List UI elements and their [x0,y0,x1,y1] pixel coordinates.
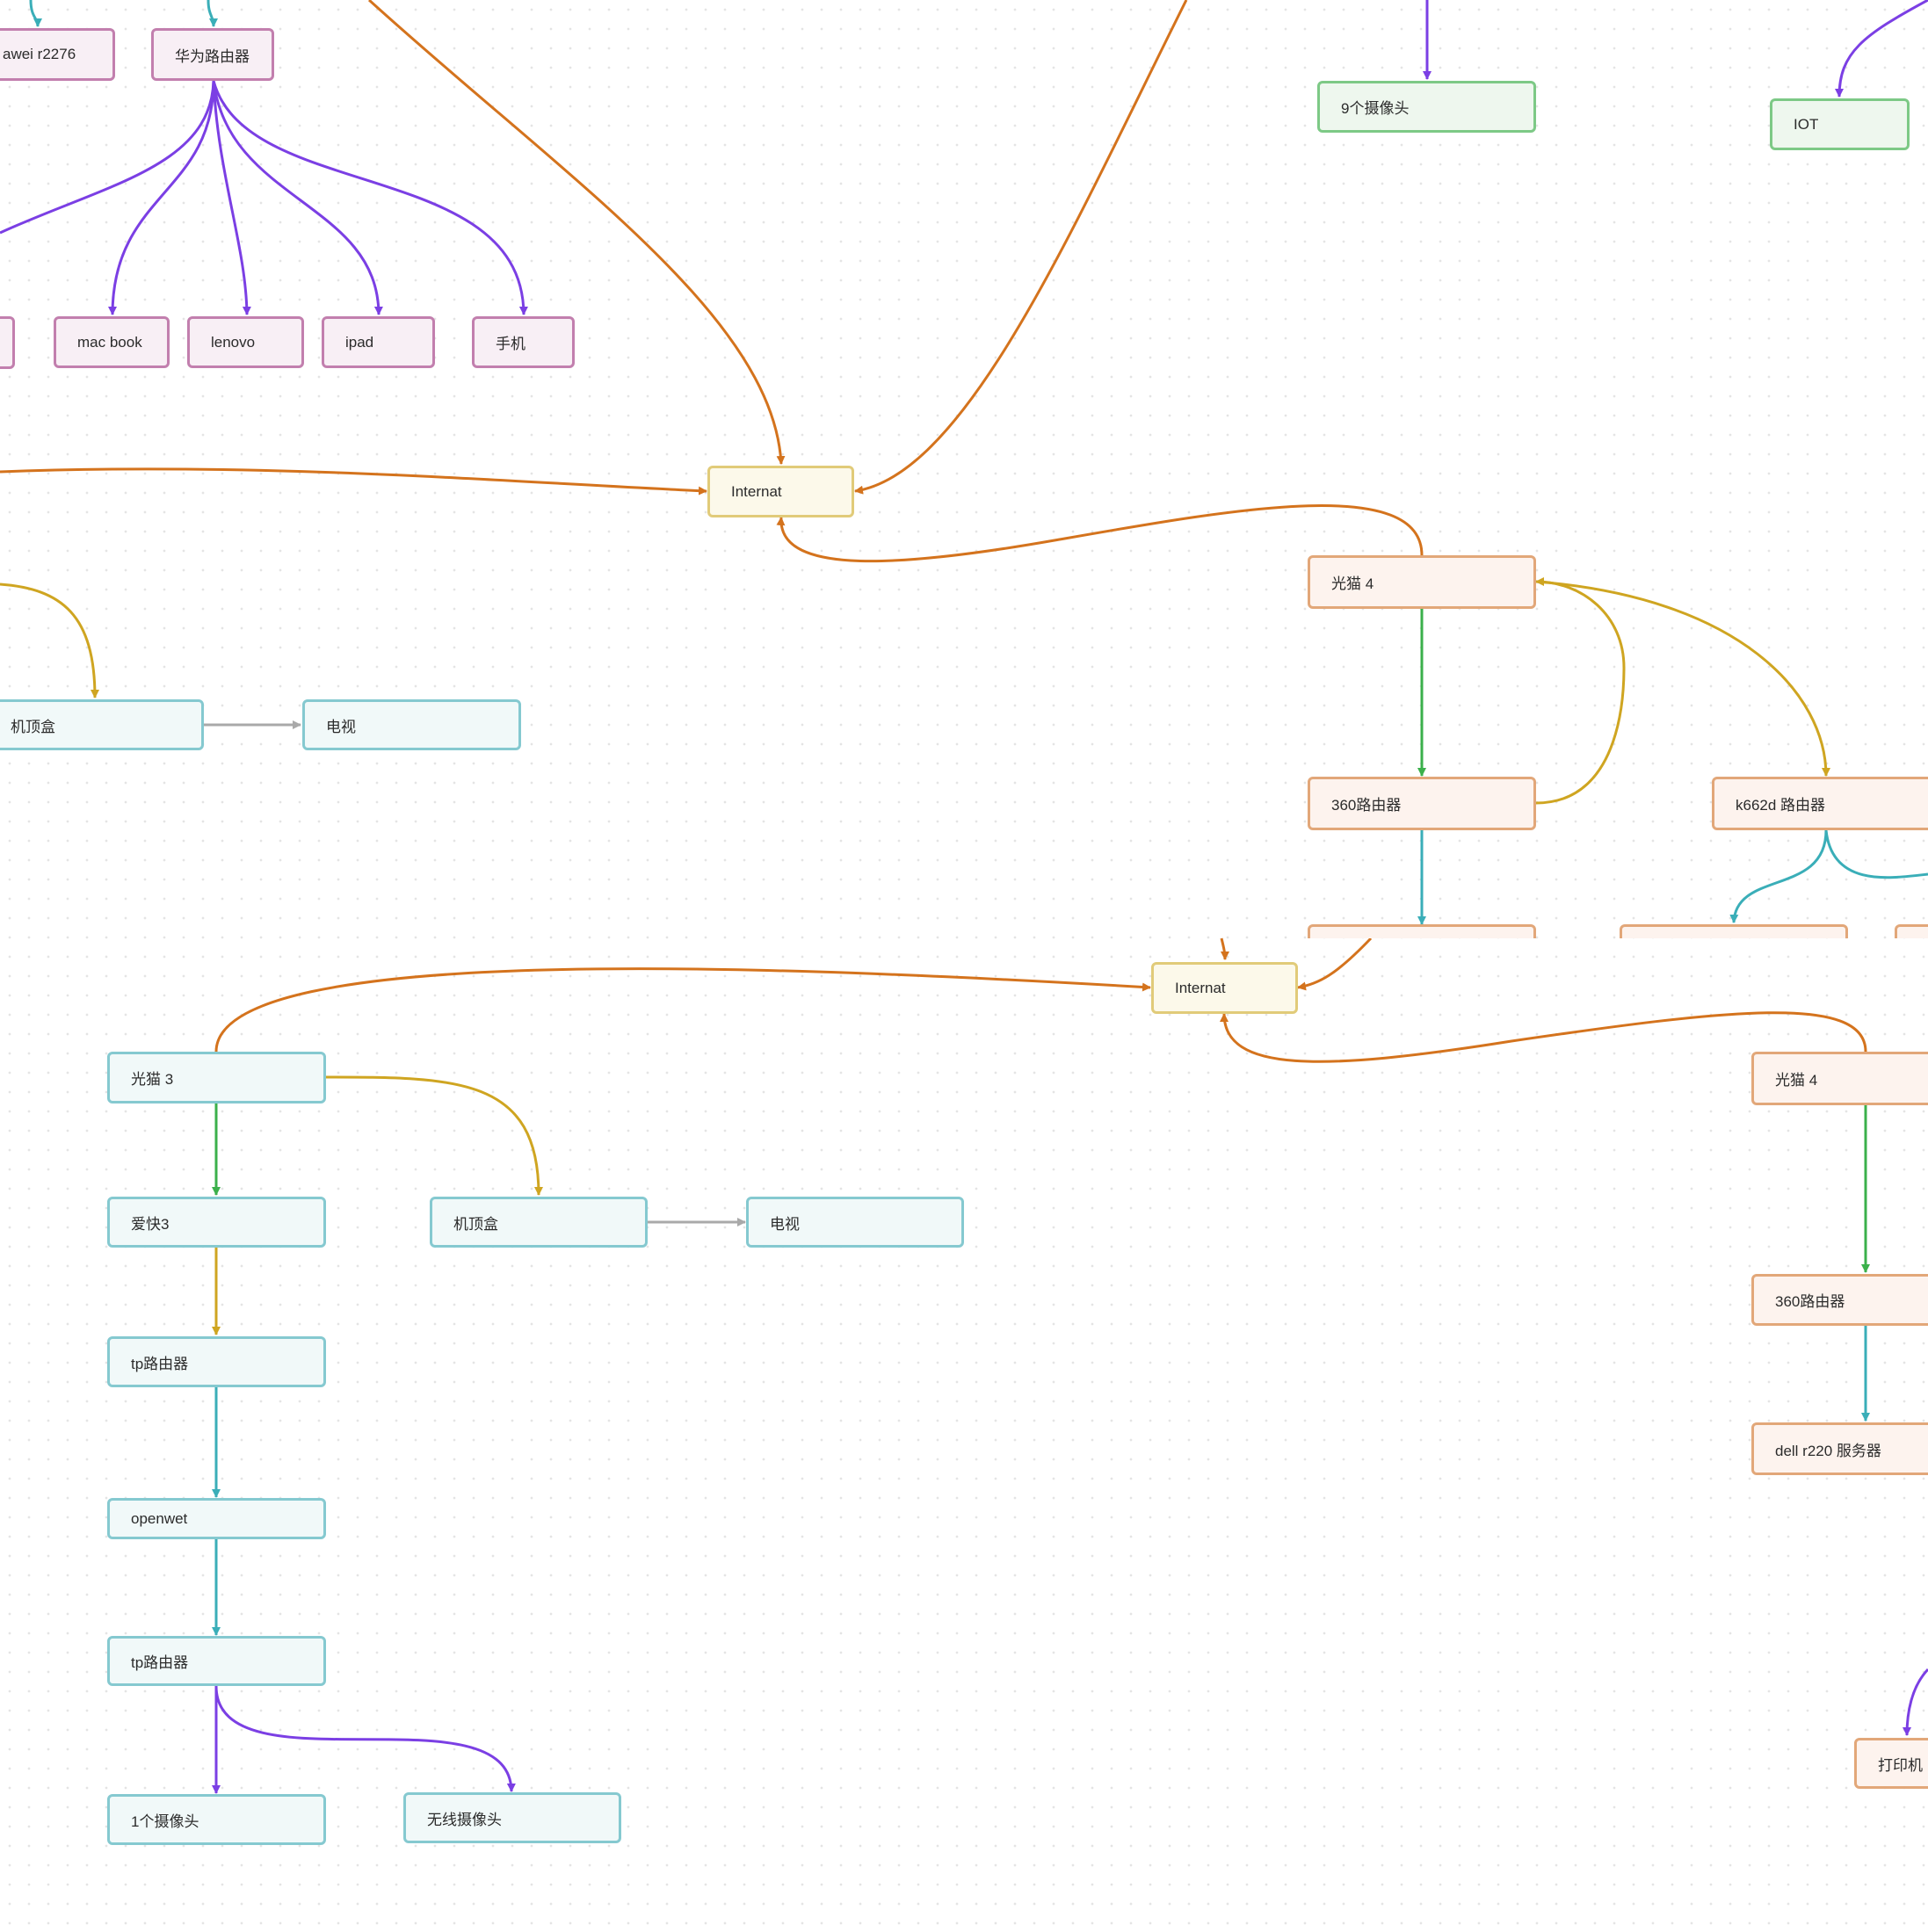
node-label: 无线摄像头 [427,1811,502,1828]
edge-router-to-phone [212,80,528,315]
node-tp-router-2[interactable]: tp路由器 [107,1636,326,1686]
node-360-router-bottom[interactable]: 360路由器 [1751,1274,1928,1326]
edge-gm4-to-k662d [1535,580,1830,777]
edge-k662d-to-right-child [1824,829,1928,879]
node-partial-under-k662d-left[interactable] [1620,924,1848,938]
node-label: tp路由器 [131,1654,189,1671]
edge-gm4b-to-internat-2 [1220,1011,1867,1063]
node-label: 爱快3 [131,1215,170,1233]
edge-360-to-gm4 [1535,577,1626,805]
node-tp-router-1[interactable]: tp路由器 [107,1336,326,1387]
node-ipad[interactable]: ipad [322,316,435,368]
node-openwet[interactable]: openwet [107,1498,326,1539]
node-label: awei r2276 [3,46,76,62]
edge-router-to-macbook [108,80,215,315]
node-printer[interactable]: 打印机 [1854,1738,1928,1789]
node-label: tp路由器 [131,1355,189,1372]
node-partial-left-device[interactable] [0,316,15,369]
edge-incoming-to-huawei-router [207,0,218,27]
edge-router-to-lenovo [212,80,251,315]
node-guangmao-4-bottom[interactable]: 光猫 4 [1751,1052,1928,1105]
node-phone[interactable]: 手机 [472,316,575,368]
edge-left-to-internat [0,467,707,496]
node-label: 手机 [496,336,525,352]
node-guangmao-3[interactable]: 光猫 3 [107,1052,326,1103]
node-label: k662d 路由器 [1736,797,1826,814]
node-partial-under-k662d-right[interactable] [1895,924,1928,938]
node-label: 机顶盒 [453,1215,498,1233]
edge-incoming-to-iot [1835,0,1928,98]
node-tv-bottom[interactable]: 电视 [746,1197,964,1248]
node-iot[interactable]: IOT [1770,98,1910,150]
node-aikuai-3[interactable]: 爱快3 [107,1197,326,1248]
top-panel: awei r2276 华为路由器 9个摄像头 IOT mac book leno… [0,0,1928,938]
node-label: openwet [131,1509,188,1527]
bottom-panel-edges [212,937,1928,1794]
node-label: 机顶盒 [11,718,55,735]
node-internat-top[interactable]: Internat [707,466,854,517]
top-panel-edges [0,0,1928,925]
node-label: Internat [731,482,782,500]
node-lenovo[interactable]: lenovo [187,316,304,368]
node-label: 电视 [770,1215,800,1233]
node-1-camera[interactable]: 1个摄像头 [107,1794,326,1845]
edge-gm3-to-internat-2 [214,967,1151,1053]
node-settop-box-top[interactable]: 机顶盒 [0,699,204,750]
node-label: 光猫 3 [131,1071,174,1088]
node-label: 华为路由器 [175,47,250,65]
node-settop-box-bottom[interactable]: 机顶盒 [430,1197,648,1248]
node-label: dell r220 服务器 [1775,1442,1881,1459]
node-label: mac book [77,333,142,351]
node-label: ipad [345,333,374,351]
edge-diag-to-internat-2 [1297,937,1373,991]
node-guangmao-4-top[interactable]: 光猫 4 [1308,555,1536,609]
edge-incoming-to-huawei-r2276 [29,0,42,27]
edge-router-to-ipad [212,80,383,315]
node-dell-r220-server[interactable]: dell r220 服务器 [1751,1422,1928,1475]
node-label: lenovo [211,333,256,351]
node-label: 360路由器 [1331,797,1402,814]
edge-upper-right-to-internat [854,0,1188,495]
node-label: Internat [1175,979,1226,996]
edge-router-to-left-device [0,80,215,235]
edge-k662d-to-left-child [1729,829,1828,923]
node-label: 电视 [326,718,356,735]
node-partial-under-360[interactable] [1308,924,1536,938]
node-tv-top[interactable]: 电视 [302,699,521,750]
node-label: 光猫 4 [1331,575,1374,592]
node-label: 光猫 4 [1775,1072,1818,1089]
edge-left-to-stb [0,582,99,698]
node-wireless-camera[interactable]: 无线摄像头 [403,1792,621,1843]
node-label: IOT [1794,115,1819,133]
edge-gm3-to-stb [325,1075,543,1196]
node-360-router-top[interactable]: 360路由器 [1308,777,1536,830]
node-macbook[interactable]: mac book [54,316,170,368]
node-label: 打印机 [1878,1756,1923,1774]
edge-short-to-internat-2 [1220,937,1229,960]
edge-gm4-to-internat [776,504,1424,563]
node-label: 1个摄像头 [131,1813,199,1830]
edge-tp-to-wcam [214,1685,516,1792]
node-label: 360路由器 [1775,1293,1845,1310]
node-huawei-router[interactable]: 华为路由器 [151,28,274,81]
node-9-cameras[interactable]: 9个摄像头 [1317,81,1536,133]
node-label: 9个摄像头 [1341,100,1410,117]
node-k662d-router[interactable]: k662d 路由器 [1712,777,1928,830]
edge-incoming-to-printer [1903,1668,1928,1736]
edge-upper-left-to-internat [367,0,786,465]
node-internat-bottom[interactable]: Internat [1151,962,1298,1014]
node-huawei-r2276[interactable]: awei r2276 [0,28,115,81]
